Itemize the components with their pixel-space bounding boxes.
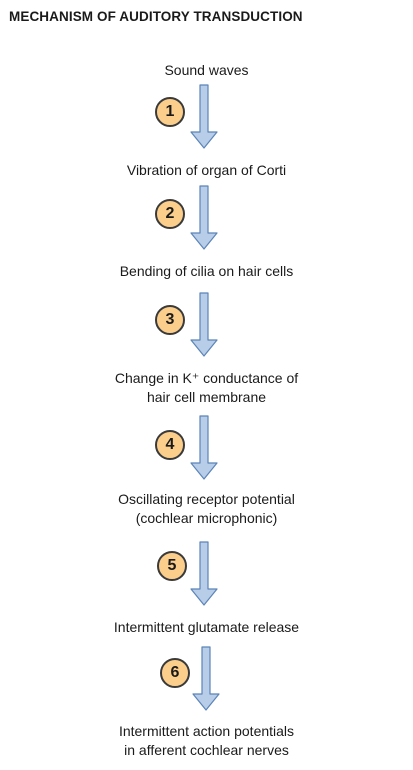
diagram-title: MECHANISM OF AUDITORY TRANSDUCTION: [9, 9, 303, 24]
step-line: Oscillating receptor potential: [118, 491, 295, 507]
step-line: Change in K⁺ conductance of: [114, 370, 299, 386]
step-glutamate-release: Intermittent glutamate release: [0, 618, 413, 637]
step-k-conductance-change: Change in K⁺ conductance of hair cell me…: [0, 369, 413, 407]
step-line: Intermittent glutamate release: [113, 619, 300, 635]
step-line: Sound waves: [164, 62, 249, 78]
step-line: Intermittent action potentials: [118, 723, 295, 739]
step-number-badge: 5: [157, 551, 187, 581]
step-bending-of-cilia: Bending of cilia on hair cells: [0, 262, 413, 281]
step-action-potentials: Intermittent action potentials in affere…: [0, 722, 413, 760]
step-number-badge: 3: [155, 305, 185, 335]
down-arrow-icon: [190, 185, 218, 250]
down-arrow-icon: [190, 415, 218, 480]
down-arrow-icon: [192, 646, 220, 711]
down-arrow-icon: [190, 541, 218, 606]
step-sound-waves: Sound waves: [0, 61, 413, 80]
step-number-badge: 2: [155, 199, 185, 229]
step-line: in afferent cochlear nerves: [124, 742, 289, 758]
down-arrow-icon: [190, 84, 218, 149]
step-number-badge: 1: [155, 97, 185, 127]
down-arrow-icon: [190, 292, 218, 357]
step-line: Vibration of organ of Corti: [126, 162, 287, 178]
step-line: hair cell membrane: [146, 389, 267, 405]
step-vibration-organ-of-corti: Vibration of organ of Corti: [0, 161, 413, 180]
step-oscillating-receptor-potential: Oscillating receptor potential (cochlear…: [0, 490, 413, 528]
step-number-badge: 6: [160, 658, 190, 688]
step-number-badge: 4: [155, 430, 185, 460]
step-line: Bending of cilia on hair cells: [119, 263, 294, 279]
step-line: (cochlear microphonic): [135, 510, 278, 526]
